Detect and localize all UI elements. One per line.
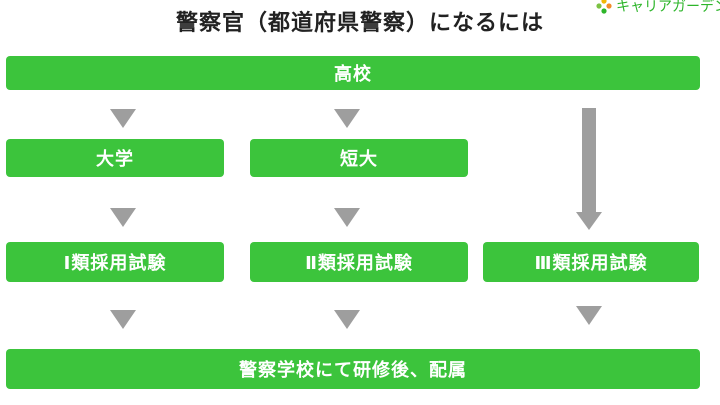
arrow-down-icon bbox=[334, 208, 360, 227]
arrow-down-icon bbox=[334, 109, 360, 128]
university-box: 大学 bbox=[6, 139, 224, 177]
long-arrow-down-icon bbox=[576, 212, 602, 230]
final-assignment-box: 警察学校にて研修後、配属 bbox=[6, 349, 700, 389]
arrow-down-icon bbox=[576, 306, 602, 325]
class2-exam-box: Ⅱ類採用試験 bbox=[250, 242, 468, 282]
arrow-down-icon bbox=[110, 310, 136, 329]
arrow-down-icon bbox=[110, 208, 136, 227]
logo: キャリアガーデン bbox=[596, 0, 720, 16]
long-arrow-shaft bbox=[582, 108, 596, 214]
arrow-down-icon bbox=[334, 310, 360, 329]
flower-logo-icon bbox=[596, 0, 612, 14]
class1-exam-box: Ⅰ類採用試験 bbox=[6, 242, 224, 282]
logo-text: キャリアガーデン bbox=[616, 0, 720, 15]
class3-exam-box: Ⅲ類採用試験 bbox=[483, 242, 699, 282]
page-title: 警察官（都道府県警察）になるには bbox=[175, 11, 544, 36]
junior-college-box: 短大 bbox=[250, 139, 468, 177]
high-school-box: 高校 bbox=[6, 56, 700, 90]
arrow-down-icon bbox=[110, 109, 136, 128]
